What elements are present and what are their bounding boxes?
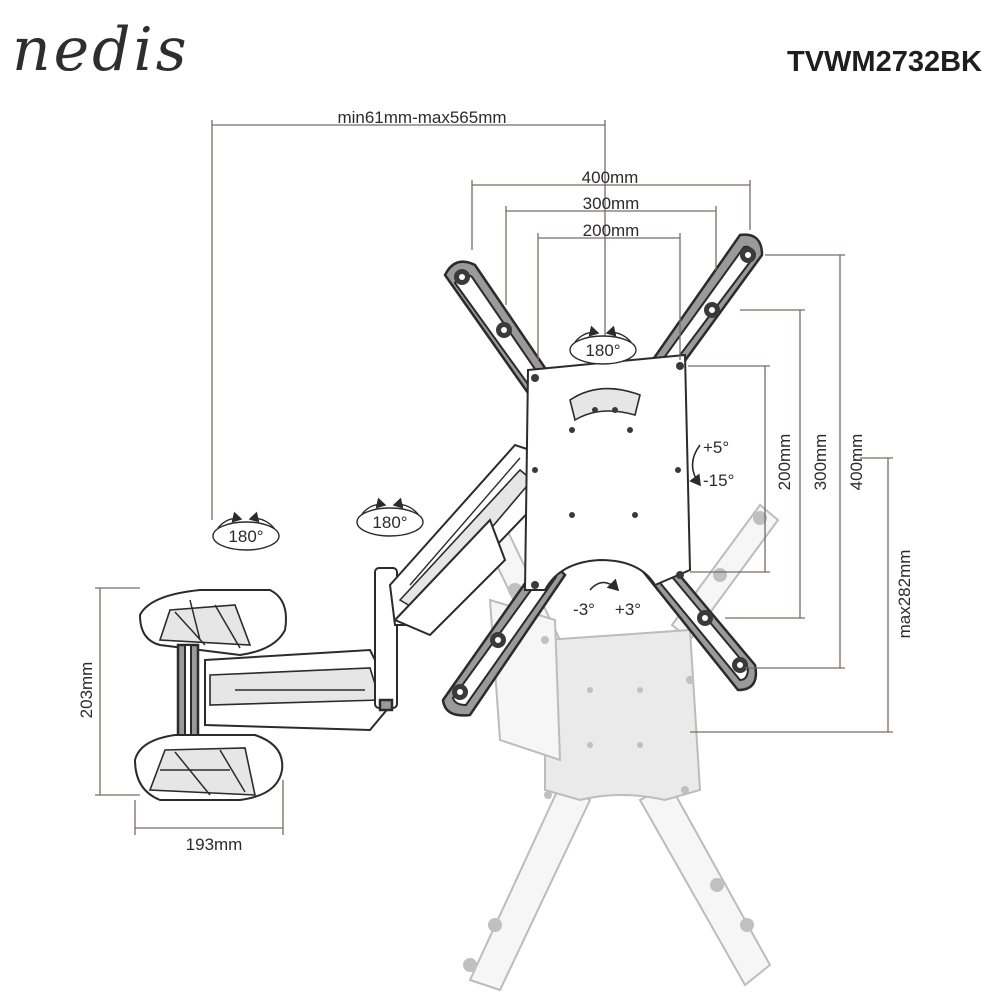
- rotation-badge-plate: 180°: [569, 325, 637, 365]
- vesa-width-300-label: 300mm: [583, 194, 640, 213]
- model-number: TVWM2732BK: [787, 46, 982, 78]
- vesa-x-bracket: [441, 233, 764, 717]
- max-height-label: max282mm: [895, 550, 914, 639]
- reach-label: min61mm-max565mm: [337, 108, 506, 127]
- vesa-width-200-label: 200mm: [583, 221, 640, 240]
- rotation-badge-arm: 180°: [356, 497, 424, 537]
- nedis-logo: nedis: [12, 15, 190, 85]
- level-plus-label: +3°: [615, 600, 641, 619]
- rotation-plate-label: 180°: [585, 341, 620, 360]
- dimension-lines: [95, 120, 893, 835]
- level-indicator: -3° +3°: [573, 578, 641, 619]
- rotation-arm-label: 180°: [372, 513, 407, 532]
- rotation-base-label: 180°: [228, 527, 263, 546]
- tilt-indicator: +5° -15°: [689, 438, 734, 490]
- vesa-height-300-label: 300mm: [811, 434, 830, 491]
- articulating-arm: [204, 443, 547, 732]
- tilt-up-label: +5°: [703, 438, 729, 457]
- rotation-badge-base: 180°: [212, 511, 280, 551]
- base-width-label: 193mm: [186, 835, 243, 854]
- ghost-mount-position: [463, 503, 780, 992]
- tilt-down-label: -15°: [703, 471, 734, 490]
- vesa-width-400-label: 400mm: [582, 168, 639, 187]
- level-minus-label: -3°: [573, 600, 595, 619]
- base-height-label: 203mm: [77, 662, 96, 719]
- wall-plate-base: [133, 589, 287, 801]
- vesa-height-400-label: 400mm: [847, 434, 866, 491]
- vesa-height-200-label: 200mm: [775, 434, 794, 491]
